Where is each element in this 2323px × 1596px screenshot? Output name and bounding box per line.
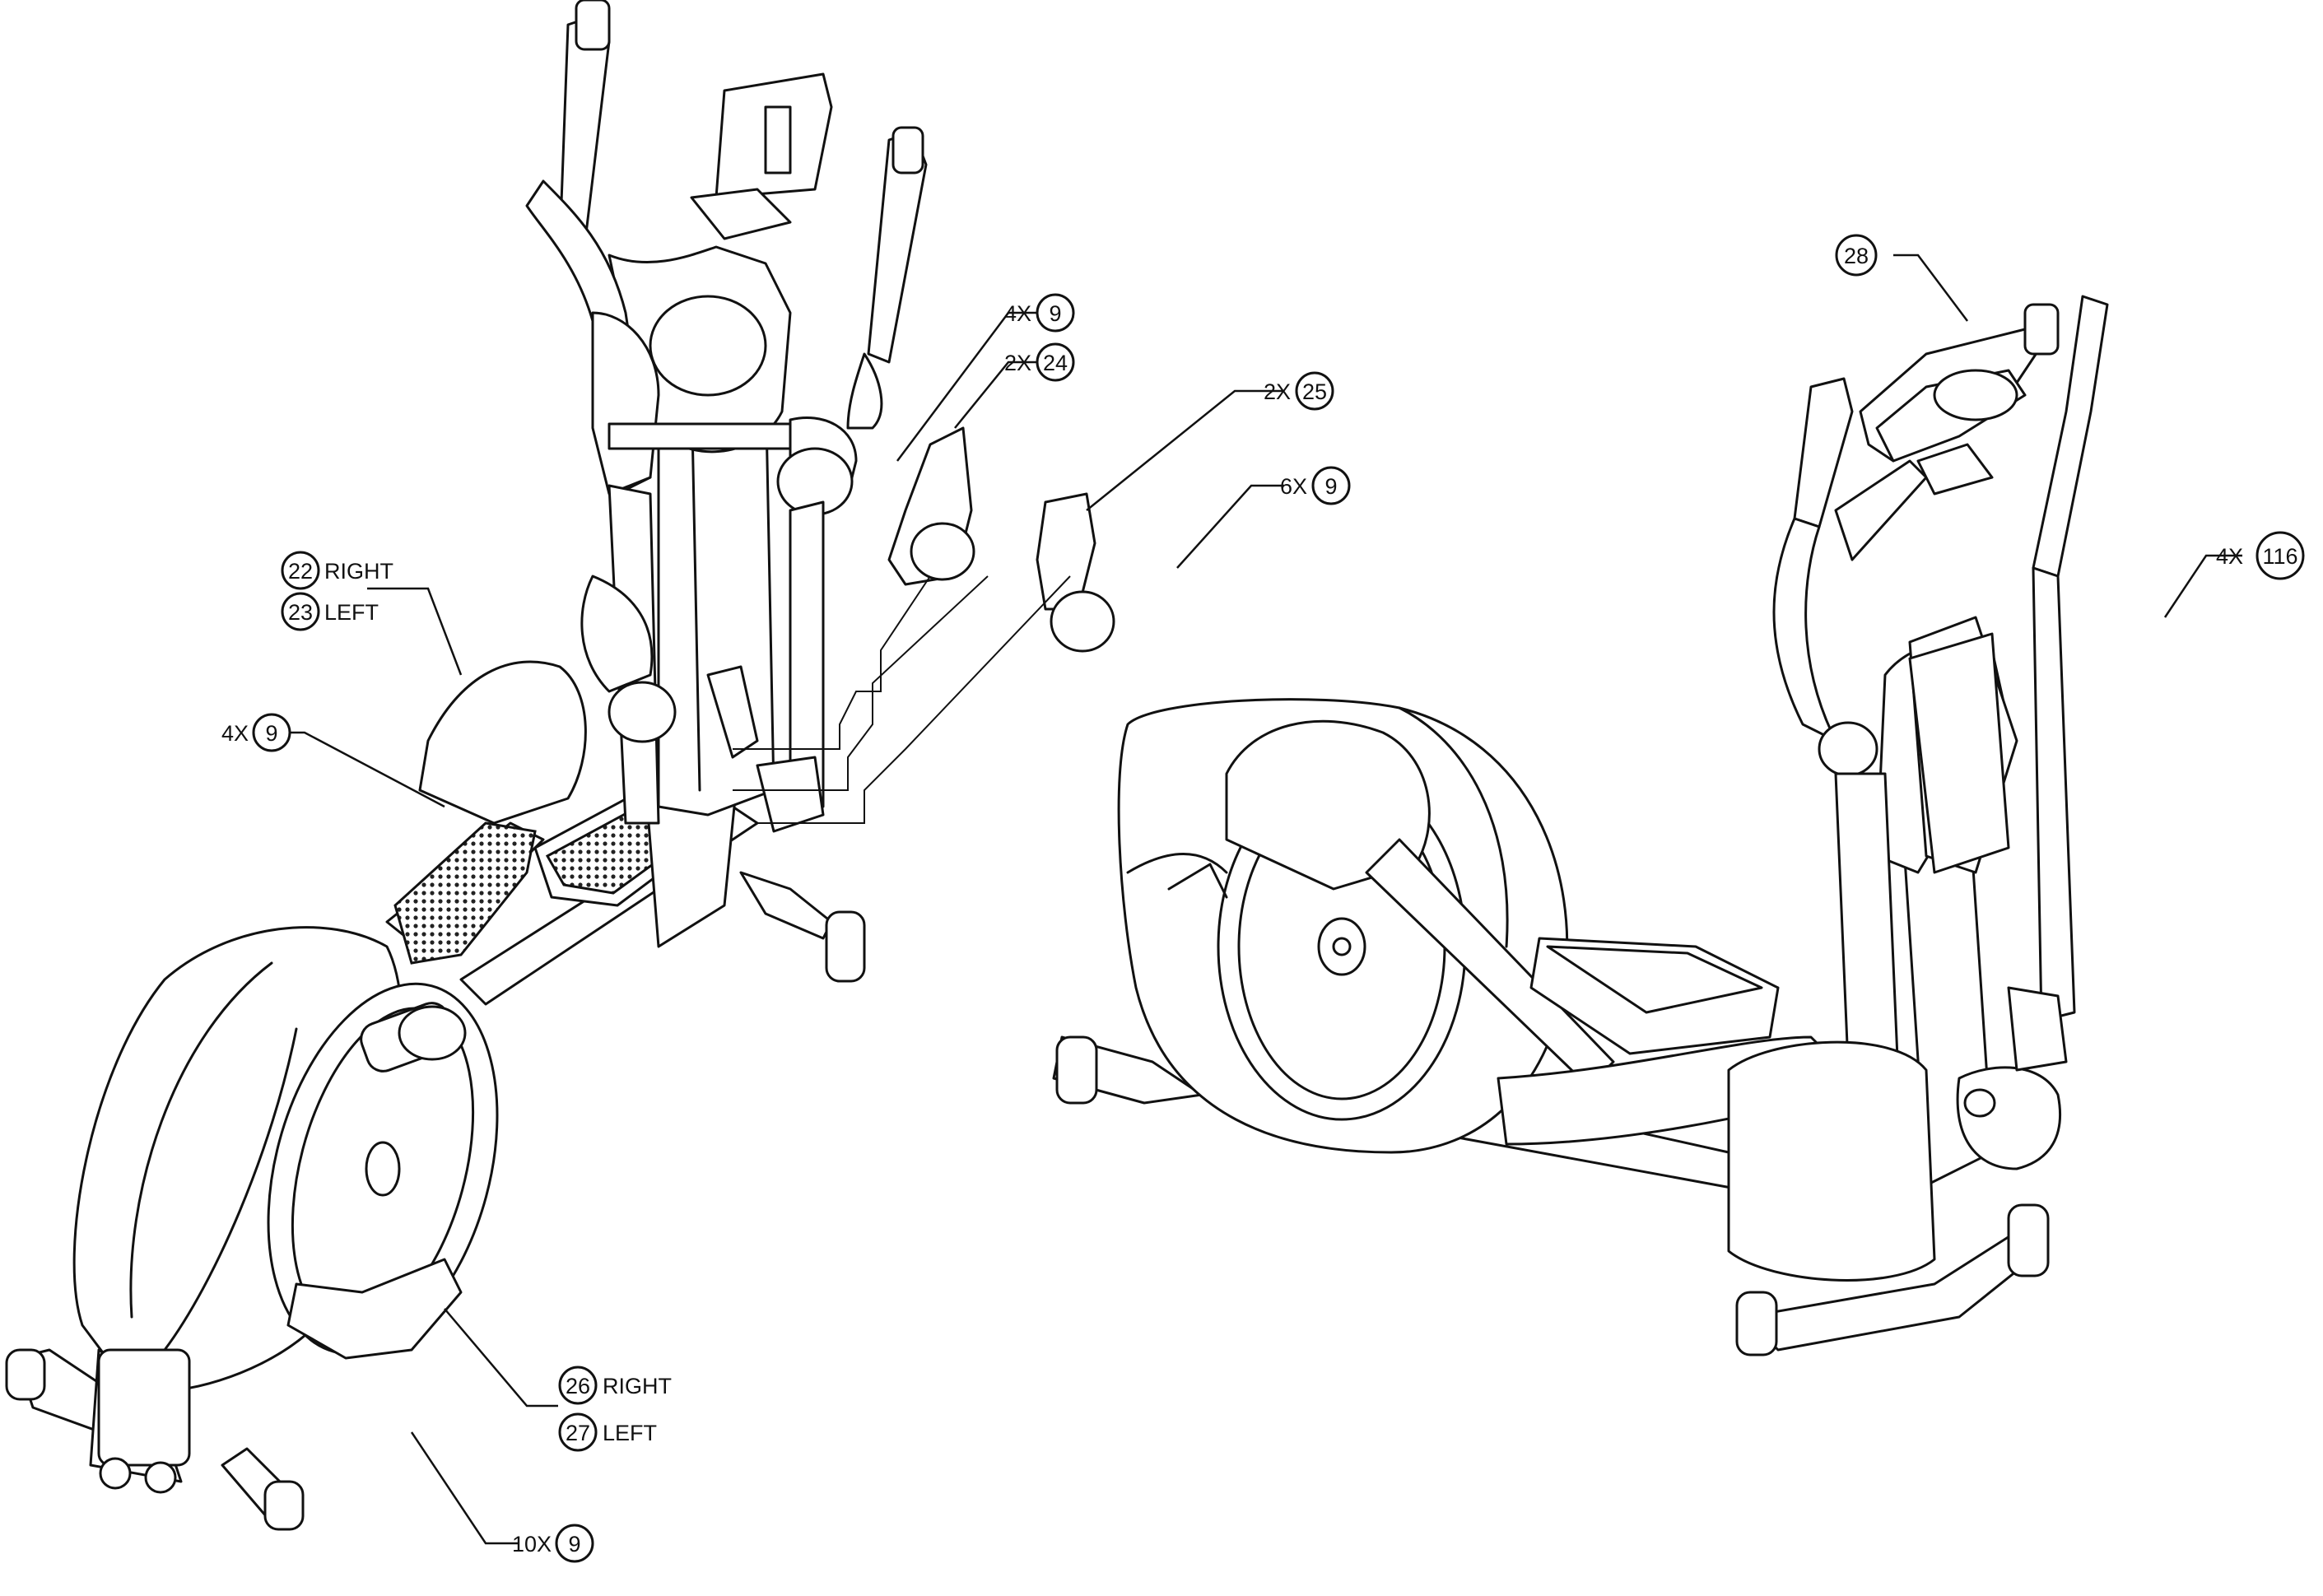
leader-lines: [278, 254, 2242, 1545]
part-24-cover: [887, 426, 975, 586]
callout-number: 27: [566, 1421, 590, 1445]
right-handle-grip: [1834, 459, 1928, 561]
callout-number: 23: [288, 600, 313, 625]
callout-number: 116: [2262, 544, 2297, 569]
callout-28: 28: [1835, 234, 1878, 277]
callout-number: 9: [568, 1532, 580, 1556]
callout-circle: [558, 1412, 598, 1452]
callout-number: 9: [265, 721, 277, 746]
right-pedal-arm: [1365, 838, 1615, 1088]
right-front-shroud: [1727, 1040, 1936, 1282]
right-center-cover: [1225, 719, 1431, 891]
callout-suffix: RIGHT: [603, 1374, 672, 1398]
callout-number: 9: [1049, 301, 1061, 326]
explode-path-lines: [733, 575, 1071, 824]
callout-circle: [2255, 531, 2305, 580]
callout-4x-116: 4X 116: [2216, 531, 2305, 580]
callout-23-left: 23 LEFT: [281, 592, 379, 631]
callout-22-right: 22 RIGHT: [281, 551, 393, 590]
part-28-console: [1859, 303, 2060, 463]
callout-suffix: LEFT: [603, 1421, 657, 1445]
callout-circle: [281, 551, 320, 590]
callout-26-right: 26 RIGHT: [558, 1366, 672, 1405]
callout-circle: [555, 1524, 594, 1563]
callout-number: 24: [1043, 351, 1068, 375]
callout-2x-24: 2X 24: [1004, 342, 1075, 382]
part-22-23-center-cover: [418, 660, 587, 825]
callout-circle: [252, 713, 291, 752]
callout-prefix: 4X: [221, 721, 249, 746]
callout-4x-9-top: 4X 9: [1004, 293, 1075, 333]
callout-27-left: 27 LEFT: [558, 1412, 657, 1452]
callout-circle: [1311, 466, 1351, 505]
elliptical-left-view: [5, 0, 1115, 1531]
callout-circle: [1835, 234, 1878, 277]
callout-prefix: 4X: [2216, 544, 2243, 569]
callout-circle: [1036, 293, 1075, 333]
callout-10x-9: 10X 9: [512, 1524, 594, 1563]
part-25-cover: [1036, 492, 1115, 653]
callout-circle: [281, 592, 320, 631]
callout-prefix: 2X: [1264, 379, 1291, 404]
right-arm-handle: [706, 126, 928, 833]
callout-circle: [558, 1366, 598, 1405]
right-pedal: [1529, 937, 1780, 1055]
callout-suffix: RIGHT: [324, 559, 393, 584]
right-view-right-arm: [1956, 295, 2109, 1170]
callout-6x-9: 6X 9: [1280, 466, 1351, 505]
elliptical-right-view: [1052, 295, 2109, 1356]
callout-prefix: 10X: [512, 1532, 552, 1556]
callout-number: 28: [1844, 244, 1869, 268]
callout-4x-9-left: 4X 9: [221, 713, 291, 752]
callout-prefix: 4X: [1004, 301, 1031, 326]
left-console-cradle: [608, 188, 792, 454]
callout-circle: [1295, 371, 1334, 411]
callout-number: 9: [1324, 474, 1337, 499]
callout-number: 22: [288, 559, 313, 584]
callout-prefix: 2X: [1004, 351, 1031, 375]
callout-prefix: 6X: [1280, 474, 1307, 499]
callout-circle: [1036, 342, 1075, 382]
right-handle-grip-2: [1916, 443, 1994, 496]
left-cross-bar: [608, 422, 792, 450]
callout-number: 26: [566, 1374, 590, 1398]
callout-suffix: LEFT: [324, 600, 379, 625]
part-26-27-shroud: [286, 1258, 463, 1360]
right-side-shroud: [1908, 632, 2010, 874]
callout-2x-25: 2X 25: [1264, 371, 1334, 411]
callout-number: 25: [1302, 379, 1327, 404]
